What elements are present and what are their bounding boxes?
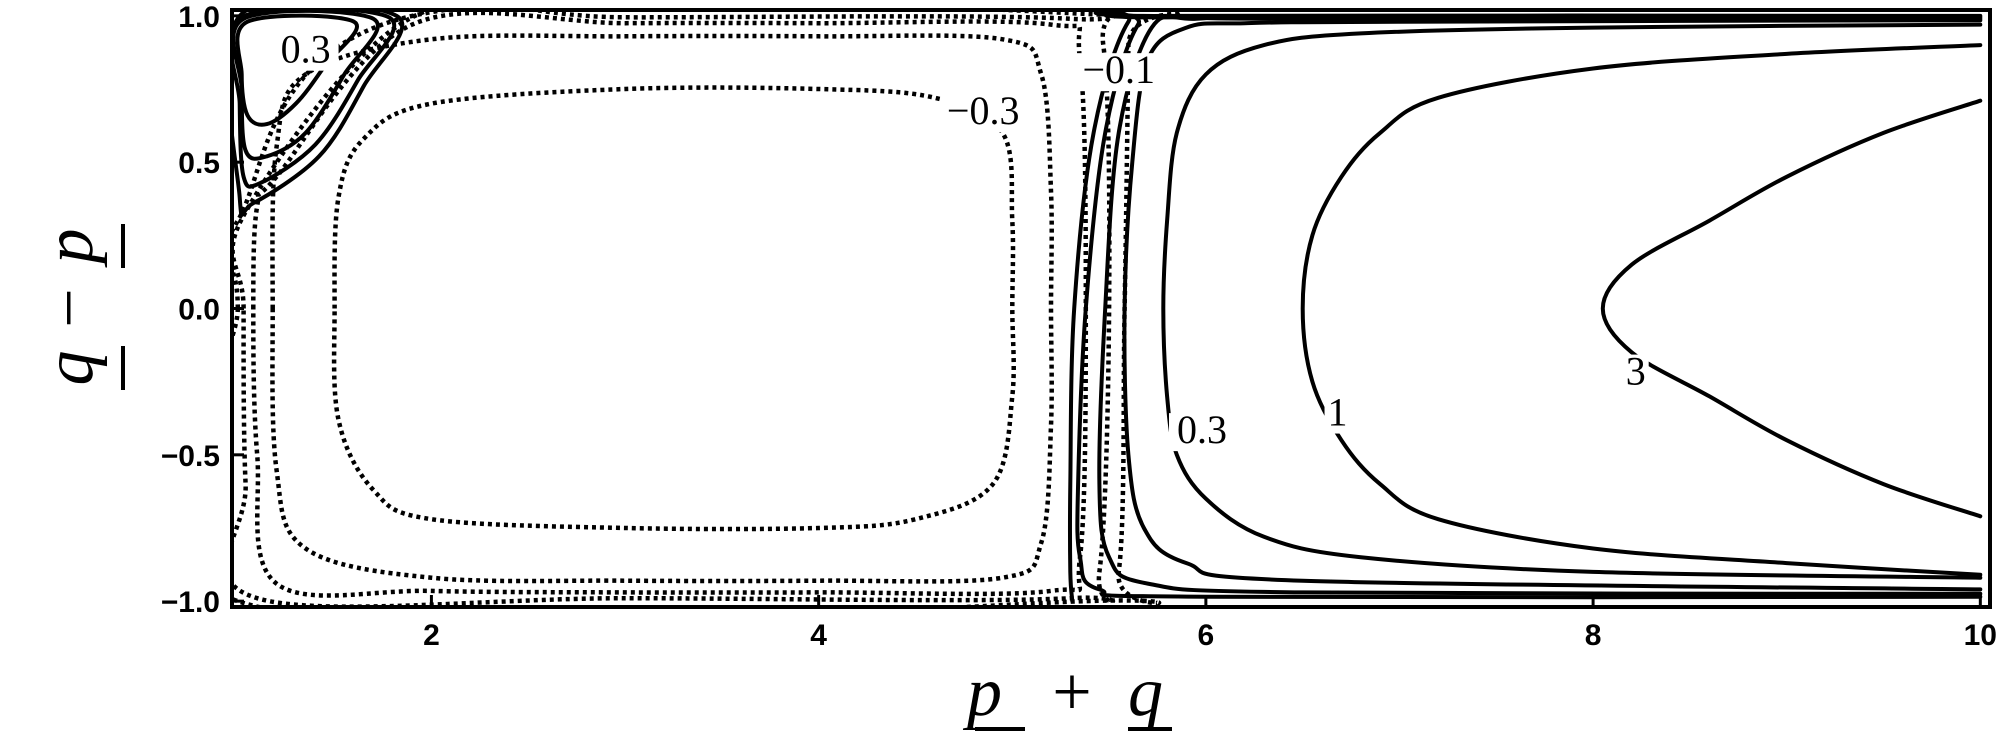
contour-labels: 3 1 0.3 −0.1 −0.3 0.3 bbox=[272, 27, 1649, 452]
x-tick-label-1: 4 bbox=[810, 619, 827, 652]
contour-label-bg bbox=[1075, 53, 1162, 92]
contour-label-bg bbox=[1622, 354, 1649, 393]
contour-line-4 bbox=[1097, 14, 1983, 596]
contour-label-bg bbox=[1168, 413, 1235, 452]
contour-line-level-0p3-2 bbox=[1161, 22, 1983, 580]
x-tick-label-4: 10 bbox=[1964, 619, 1997, 652]
contour-lines bbox=[232, 10, 1983, 607]
contour-label-0: 3 bbox=[1626, 349, 1646, 394]
x-axis-label-part1: p bbox=[962, 654, 1002, 731]
contour-label-bg bbox=[272, 32, 339, 71]
x-axis-label-part2: q bbox=[1128, 654, 1163, 731]
y-tick-label-0: 1.0 bbox=[178, 1, 220, 34]
x-tick-label-0: 2 bbox=[423, 619, 440, 652]
y-axis-ticks: 1.0 0.5 0.0 −0.5 −1.0 bbox=[161, 1, 244, 619]
contour-label-4: −0.3 bbox=[947, 88, 1020, 133]
y-tick-label-2: 0.0 bbox=[178, 294, 220, 327]
y-axis-label: q − p bbox=[31, 224, 125, 390]
y-tick-label-1: 0.5 bbox=[178, 147, 220, 180]
contour-label-2: 0.3 bbox=[1177, 407, 1227, 452]
x-tick-label-2: 6 bbox=[1198, 619, 1215, 652]
contour-line-level-neg0p1-12 bbox=[270, 33, 1054, 584]
x-axis-ticks: 2 4 6 8 10 bbox=[423, 595, 1997, 652]
y-axis-label-part1: q bbox=[31, 351, 108, 386]
contour-label-1: 1 bbox=[1328, 390, 1348, 435]
contour-label-bg bbox=[940, 94, 1027, 133]
contour-line-15 bbox=[232, 10, 1184, 607]
x-axis-label: p + q bbox=[962, 654, 1172, 731]
y-tick-label-3: −0.5 bbox=[161, 440, 220, 473]
contour-line-9 bbox=[232, 10, 397, 189]
x-axis-label-operator: + bbox=[1052, 654, 1091, 731]
contour-line-level-neg0p3-11 bbox=[331, 85, 1016, 532]
contour-line-3 bbox=[1122, 18, 1983, 592]
contour-line-8 bbox=[232, 10, 380, 161]
contour-line-6 bbox=[1067, 10, 1983, 604]
contour-label-3: −0.1 bbox=[1082, 47, 1155, 92]
contour-line-level-1-1 bbox=[1300, 43, 1983, 577]
contour-line-13 bbox=[251, 10, 1089, 598]
x-tick-label-3: 8 bbox=[1585, 619, 1602, 652]
contour-line-level-3-0 bbox=[1600, 98, 1983, 519]
y-tick-label-4: −1.0 bbox=[161, 586, 220, 619]
contour-label-5: 0.3 bbox=[281, 27, 331, 72]
contour-line-5 bbox=[1075, 12, 1983, 600]
contour-label-bg bbox=[1324, 395, 1351, 434]
y-axis-label-operator: − bbox=[31, 288, 108, 327]
y-axis-label-part2: p bbox=[31, 229, 108, 269]
